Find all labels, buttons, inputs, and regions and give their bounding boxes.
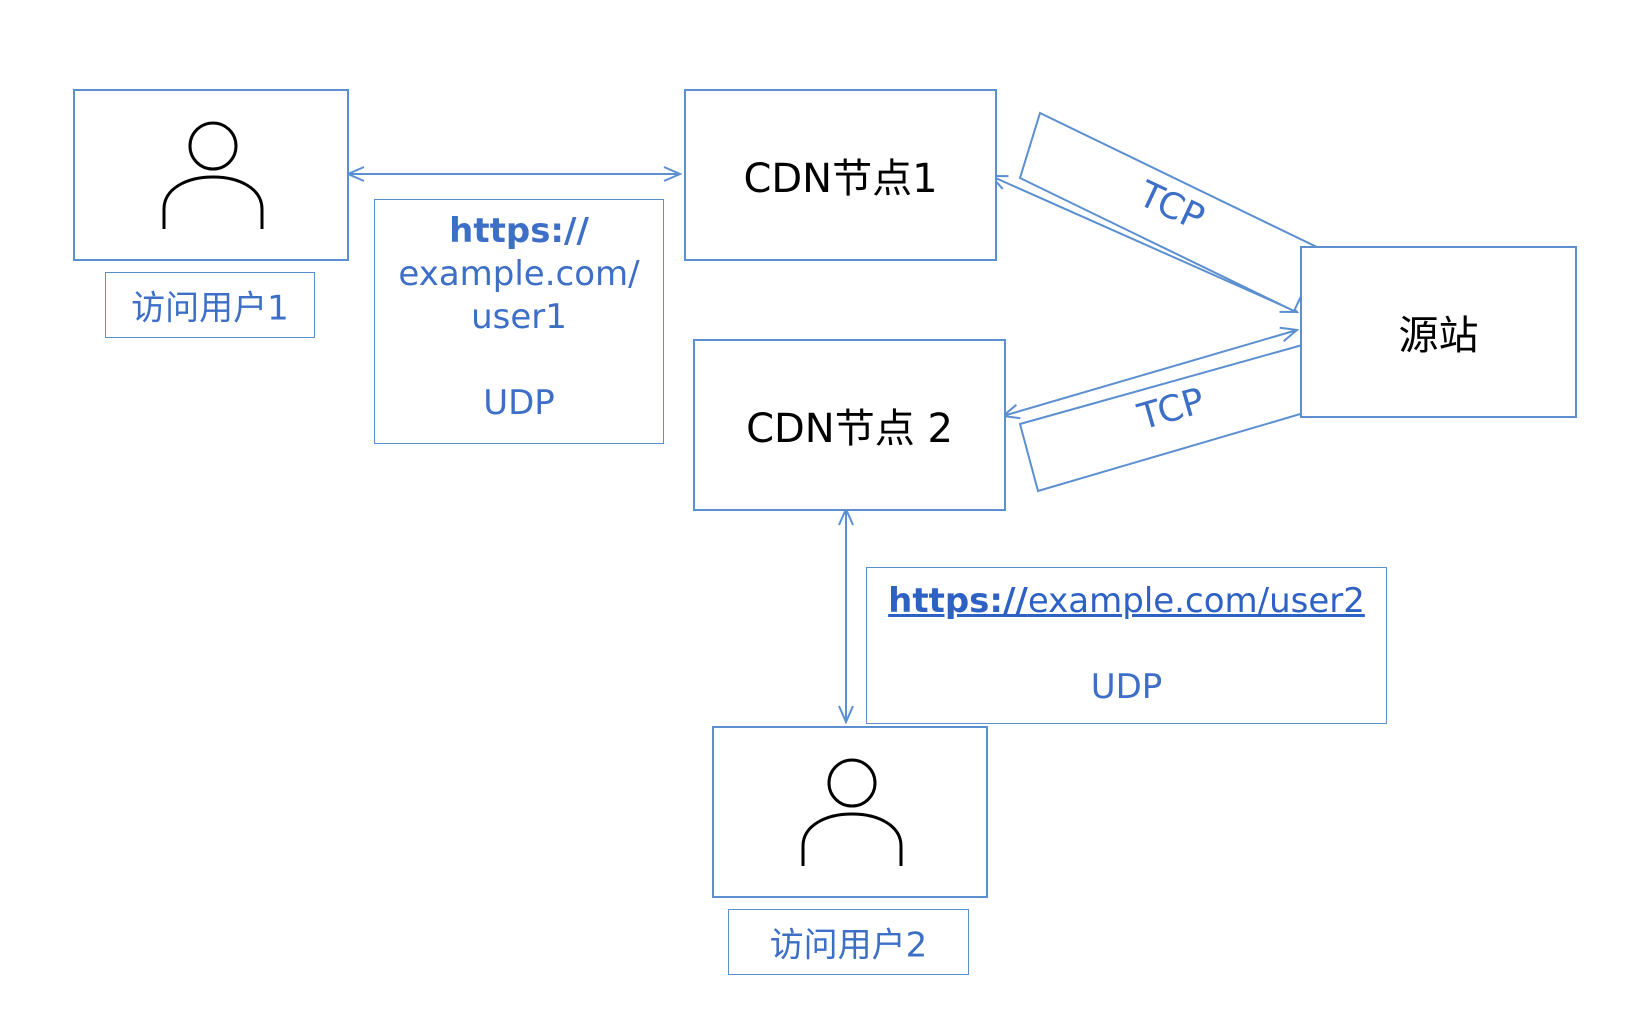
user1-url-scheme: https:// <box>449 211 589 251</box>
user2-connection-box: https://example.com/user2 UDP <box>866 567 1387 724</box>
user1-label-box: 访问用户1 <box>105 272 315 338</box>
user1-connection-box: https:// example.com/ user1 UDP <box>374 199 664 444</box>
cdn1-origin-arrow <box>991 176 1297 312</box>
origin-server: 源站 <box>1300 246 1577 418</box>
user1-connection-text: https:// example.com/ user1 UDP <box>375 210 663 425</box>
user1-protocol: UDP <box>483 383 555 423</box>
tcp-frame-1 <box>1018 111 1325 313</box>
user2-label-box: 访问用户2 <box>728 909 969 975</box>
user1-url-line-2: user1 <box>471 297 567 337</box>
origin-server-label: 源站 <box>1398 313 1479 359</box>
user2-url-rest: example.com/user2 <box>1027 581 1365 621</box>
person-icon <box>162 121 264 229</box>
user1-label: 访问用户1 <box>131 288 289 329</box>
user2-url-link[interactable]: https://example.com/user2 <box>888 581 1365 621</box>
user2-protocol: UDP <box>1090 667 1163 707</box>
user2-connection-text: https://example.com/user2 UDP <box>867 580 1386 709</box>
cdn-node-1: CDN节点1 <box>684 89 997 261</box>
cdn2-origin-arrow <box>1003 330 1297 416</box>
cdn-node-1-label: CDN节点1 <box>743 156 938 202</box>
user2-box <box>712 726 988 898</box>
user2-url-scheme: https:// <box>888 581 1028 621</box>
user1-url-line-1: example.com/ <box>398 254 640 294</box>
user2-label: 访问用户2 <box>769 925 928 966</box>
person-icon <box>801 758 903 866</box>
cdn-node-2: CDN节点 2 <box>693 339 1006 511</box>
cdn-node-2-label: CDN节点 2 <box>746 406 953 452</box>
user1-box <box>73 89 349 261</box>
